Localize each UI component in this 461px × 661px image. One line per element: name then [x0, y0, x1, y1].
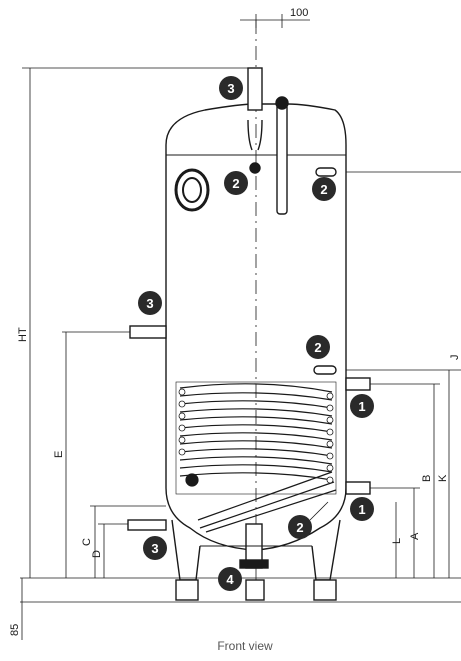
dim-d: D [91, 550, 103, 558]
callout-2-lower: 2 [288, 515, 312, 539]
svg-text:4: 4 [226, 572, 234, 587]
dim-k: K [437, 474, 449, 482]
support-legs [171, 519, 341, 601]
heat-exchanger-coil [175, 381, 337, 533]
dim-b: B [421, 475, 433, 482]
top-outlet-bend [247, 119, 263, 151]
left-circulation-pipe [129, 325, 167, 339]
coil-outlet-pipe [345, 481, 371, 495]
svg-text:2: 2 [314, 340, 321, 355]
callout-4-bottom: 4 [218, 567, 242, 591]
svg-text:1: 1 [358, 502, 365, 517]
svg-text:3: 3 [151, 541, 158, 556]
callout-3-top: 3 [219, 76, 243, 100]
callout-2-right-upper: 2 [312, 177, 336, 201]
dim-100: 100 [290, 7, 308, 19]
svg-text:3: 3 [146, 296, 153, 311]
top-outlet-pipe [247, 67, 263, 111]
dim-a: A [409, 532, 421, 540]
dim-85: 85 [9, 624, 21, 636]
inspection-flange [174, 168, 210, 212]
dim-e: E [53, 451, 65, 458]
dim-ht: HT [17, 327, 29, 342]
svg-text:1: 1 [358, 399, 365, 414]
callout-3-bottom: 3 [143, 536, 167, 560]
dim-j: J [449, 355, 461, 361]
coil-inlet-pipe [345, 377, 371, 391]
callout-1-bottom: 1 [350, 497, 374, 521]
dim-l: L [391, 538, 403, 544]
anode-cap [275, 96, 289, 110]
right-upper-sleeve [315, 167, 337, 177]
svg-text:2: 2 [320, 182, 327, 197]
left-bottom-pipe [127, 519, 167, 531]
callout-2-dome: 2 [224, 171, 248, 195]
svg-text:2: 2 [296, 520, 303, 535]
dim-c: C [81, 538, 93, 546]
caption: Front view [217, 639, 273, 653]
callout-2-right-mid: 2 [306, 335, 330, 359]
anode-rod [276, 103, 288, 215]
sensor-port [249, 162, 261, 174]
callout-3-left: 3 [138, 291, 162, 315]
svg-text:2: 2 [232, 176, 239, 191]
right-mid-sleeve [313, 365, 337, 375]
callout-1-top: 1 [350, 394, 374, 418]
drain-base [239, 559, 269, 569]
svg-text:3: 3 [227, 81, 234, 96]
